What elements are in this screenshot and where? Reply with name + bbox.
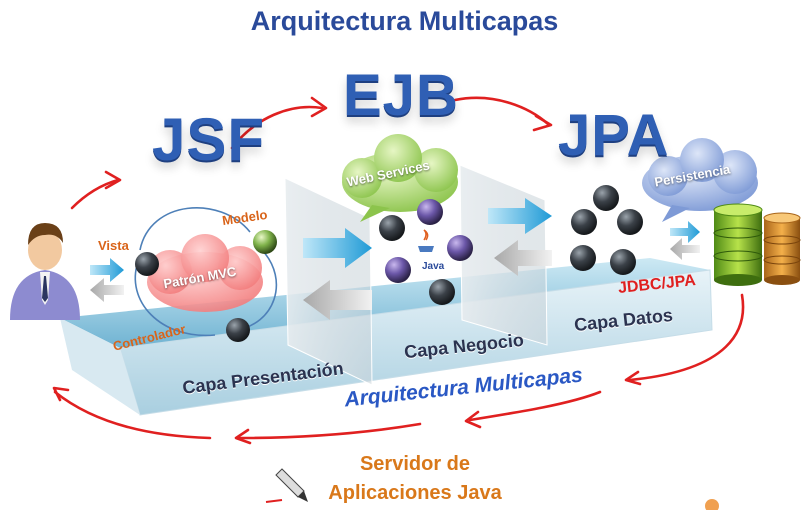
user-avatar-icon xyxy=(10,223,80,320)
vista-label: Vista xyxy=(98,238,129,253)
database-icon xyxy=(713,203,763,286)
annotation-arrows xyxy=(52,96,745,445)
server-line-1: Servidor de xyxy=(359,453,471,475)
tier-ejb-label: EJB xyxy=(343,63,459,128)
flow-arrows xyxy=(90,198,700,320)
java-icon xyxy=(418,229,434,252)
java-label: Java xyxy=(422,261,445,272)
patron-mvc-cloud xyxy=(147,234,263,312)
page-title: Arquitectura Multicapas xyxy=(250,6,559,36)
components xyxy=(135,185,643,342)
platform xyxy=(60,258,713,416)
tier-jsf-label: JSF xyxy=(152,106,266,173)
server-label: Servidor de Aplicaciones Java xyxy=(300,450,530,508)
database-secondary-icon xyxy=(763,212,801,285)
web-services-cloud xyxy=(342,134,458,222)
persistencia-cloud xyxy=(642,138,758,222)
tier-jpa-label: JPA xyxy=(558,103,670,168)
cursor-dot xyxy=(705,499,719,510)
server-line-2: Aplicaciones Java xyxy=(328,482,502,504)
pencil-icon xyxy=(265,468,308,503)
